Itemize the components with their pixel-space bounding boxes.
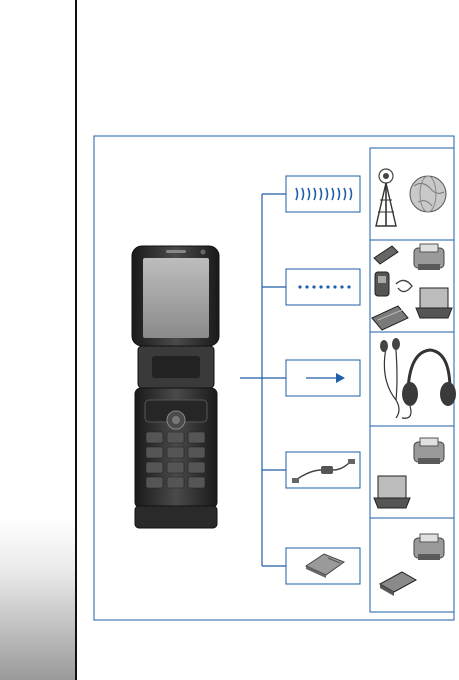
connectors <box>286 176 360 584</box>
connector-audio <box>286 360 360 396</box>
laptop-icon <box>374 476 410 508</box>
camera-icon <box>201 250 206 255</box>
connector-lines <box>240 194 286 566</box>
phone-base <box>135 506 217 528</box>
printer-icon <box>414 438 444 464</box>
laptop-icon <box>416 288 452 318</box>
globe-icon <box>410 176 446 212</box>
phone-illustration <box>132 246 219 528</box>
device-panel-memory-card <box>370 518 454 612</box>
connector-cellular <box>286 176 360 212</box>
phone-earpiece <box>166 250 186 253</box>
phone-screen <box>143 258 209 338</box>
connector-bluetooth <box>286 269 360 305</box>
printer-icon <box>414 534 444 560</box>
printer-icon <box>414 244 444 270</box>
connector-memory-card <box>286 548 360 584</box>
connector-usb <box>286 452 360 488</box>
phone-icon <box>375 272 389 296</box>
